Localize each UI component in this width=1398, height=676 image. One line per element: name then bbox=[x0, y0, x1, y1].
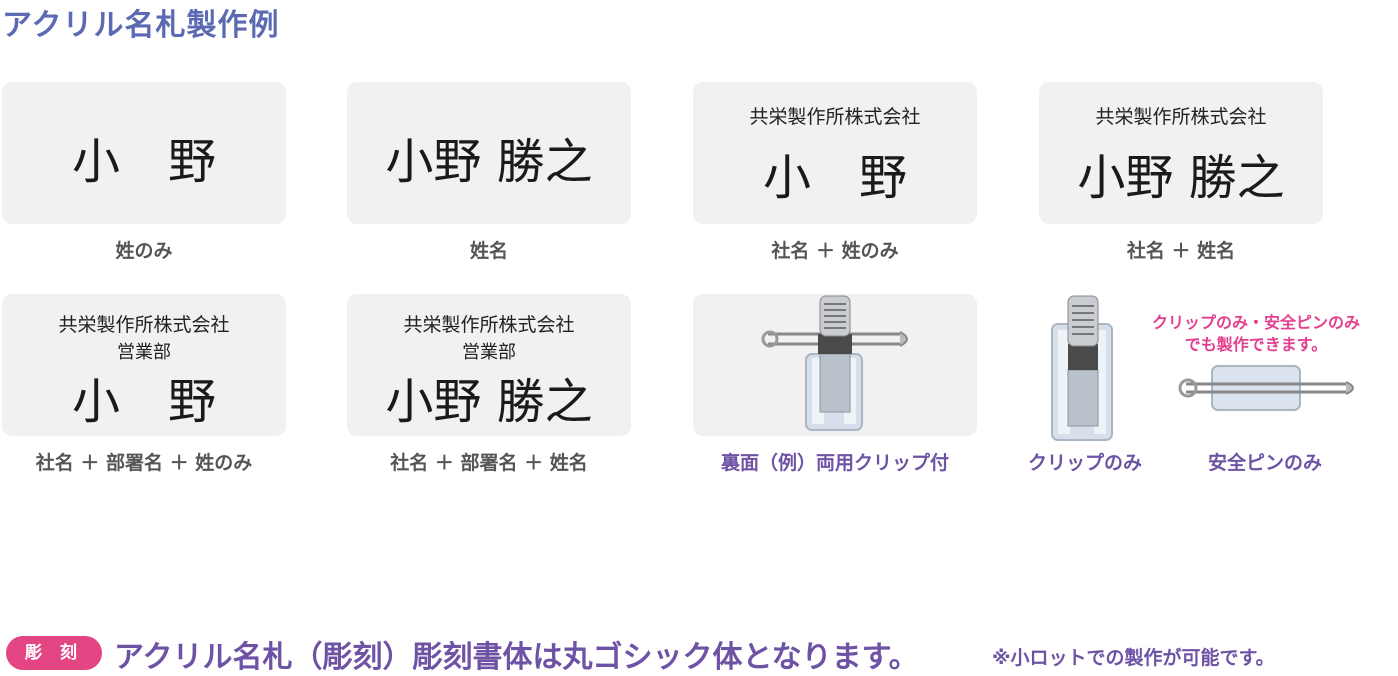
clip-only-caption: クリップのみ bbox=[1027, 452, 1142, 474]
sample-name: 小野 勝之 bbox=[1077, 150, 1285, 206]
sample-card-4: 共栄製作所株式会社 小野 勝之 bbox=[1039, 82, 1323, 224]
sample-company: 共栄製作所株式会社 bbox=[403, 314, 575, 336]
options-note-line2: でも製作できます。 bbox=[1184, 335, 1328, 354]
clip-and-pin-image bbox=[761, 295, 908, 431]
safety-pin-image bbox=[1178, 365, 1354, 411]
pin-only-caption: 安全ピンのみ bbox=[1207, 452, 1322, 474]
sample-name: 小 野 bbox=[71, 374, 216, 430]
options-note-line1: クリップのみ・安全ピンのみ bbox=[1151, 313, 1360, 332]
engraving-font-note: アクリル名札（彫刻）彫刻書体は丸ゴシック体となります。 bbox=[114, 640, 919, 675]
engraving-badge: 彫 刻 bbox=[6, 636, 102, 670]
sample-card-5: 共栄製作所株式会社 営業部 小 野 bbox=[2, 294, 286, 436]
sample-card-6: 共栄製作所株式会社 営業部 小野 勝之 bbox=[347, 294, 631, 436]
sample-caption: 社名 ＋ 部署名 ＋ 姓名 bbox=[390, 452, 588, 474]
sample-card-2: 小野 勝之 bbox=[347, 82, 631, 224]
sample-name: 小野 勝之 bbox=[385, 374, 593, 430]
sample-dept: 営業部 bbox=[117, 342, 171, 363]
page-title: アクリル名札製作例 bbox=[2, 8, 280, 43]
sample-card-3: 共栄製作所株式会社 小 野 bbox=[693, 82, 977, 224]
sample-name: 小野 勝之 bbox=[385, 134, 593, 190]
sample-name: 小 野 bbox=[762, 150, 907, 206]
sample-company: 共栄製作所株式会社 bbox=[749, 106, 921, 128]
clip-only-image bbox=[1051, 295, 1113, 441]
sample-card-1: 小 野 bbox=[2, 82, 286, 224]
options-note: クリップのみ・安全ピンのみ でも製作できます。 bbox=[1136, 312, 1376, 356]
sample-caption: 社名 ＋ 姓名 bbox=[1126, 240, 1236, 262]
small-lot-note: ※小ロットでの製作が可能です。 bbox=[992, 647, 1275, 669]
sample-name: 小 野 bbox=[71, 134, 216, 190]
clip-pin-caption: 裏面（例）両用クリップ付 bbox=[720, 452, 949, 474]
sample-caption: 姓のみ bbox=[115, 240, 173, 262]
sample-caption: 社名 ＋ 部署名 ＋ 姓のみ bbox=[35, 452, 253, 474]
sample-company: 共栄製作所株式会社 bbox=[58, 314, 230, 336]
sample-caption: 姓名 bbox=[469, 240, 508, 262]
sample-caption: 社名 ＋ 姓のみ bbox=[771, 240, 899, 262]
sample-dept: 営業部 bbox=[462, 342, 516, 363]
sample-company: 共栄製作所株式会社 bbox=[1095, 106, 1267, 128]
